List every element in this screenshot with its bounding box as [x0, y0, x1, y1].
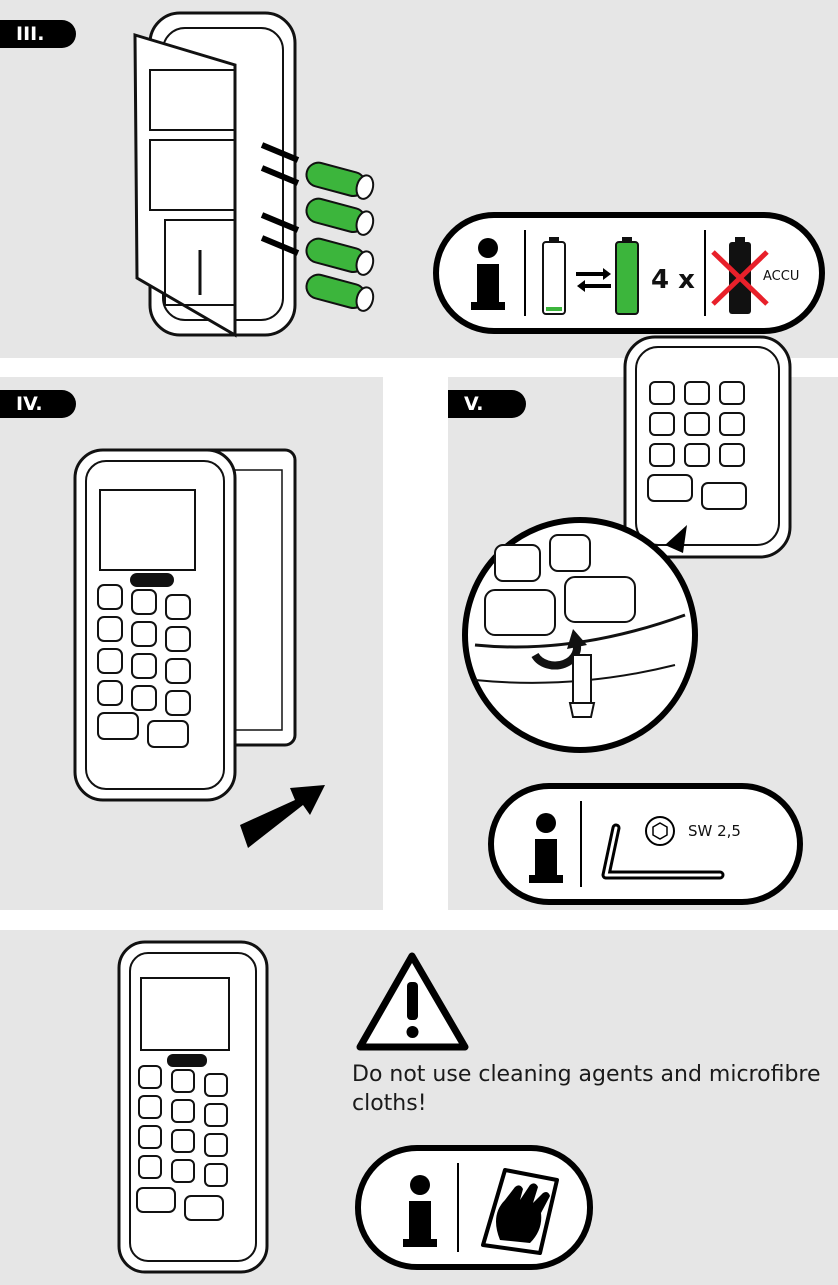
- info-icon: [471, 238, 505, 310]
- empty-battery-icon: [542, 237, 566, 315]
- info-icon: [529, 813, 563, 883]
- hex-head-icon: [645, 816, 675, 846]
- keypad-bottom-detail-illustration: [623, 335, 792, 559]
- not-allowed-cross-icon: [711, 250, 769, 306]
- zoom-circle-screw-illustration: [462, 517, 698, 753]
- battery-info-box: 4 x ACCU: [433, 212, 825, 334]
- tool-size-label: SW 2,5: [688, 822, 741, 840]
- accu-label: ACCU: [763, 269, 799, 284]
- step-label-3: III.: [0, 20, 76, 48]
- warning-text: Do not use cleaning agents and microfibr…: [352, 1062, 821, 1116]
- keypad-device-open-illustration: [73, 448, 297, 802]
- keypad-device-illustration: [117, 940, 269, 1274]
- slide-arrow-icon: [240, 785, 325, 848]
- aa-batteries-icon: [305, 161, 375, 312]
- tool-info-box: SW 2,5: [488, 783, 803, 905]
- warning-triangle-icon: [356, 952, 469, 1051]
- full-battery-icon: [615, 237, 639, 315]
- cleaning-hand-icon: [481, 1168, 559, 1255]
- step-label-4: IV.: [0, 390, 76, 418]
- info-icon: [403, 1175, 437, 1247]
- care-info-box: [355, 1145, 593, 1270]
- hex-key-icon: [601, 823, 725, 880]
- battery-compartment-illustration: [133, 11, 297, 338]
- insert-arrows-icon: [260, 142, 300, 256]
- swap-arrows-icon: [576, 268, 611, 292]
- battery-count: 4 x: [651, 265, 695, 295]
- step-label-5: V.: [448, 390, 526, 418]
